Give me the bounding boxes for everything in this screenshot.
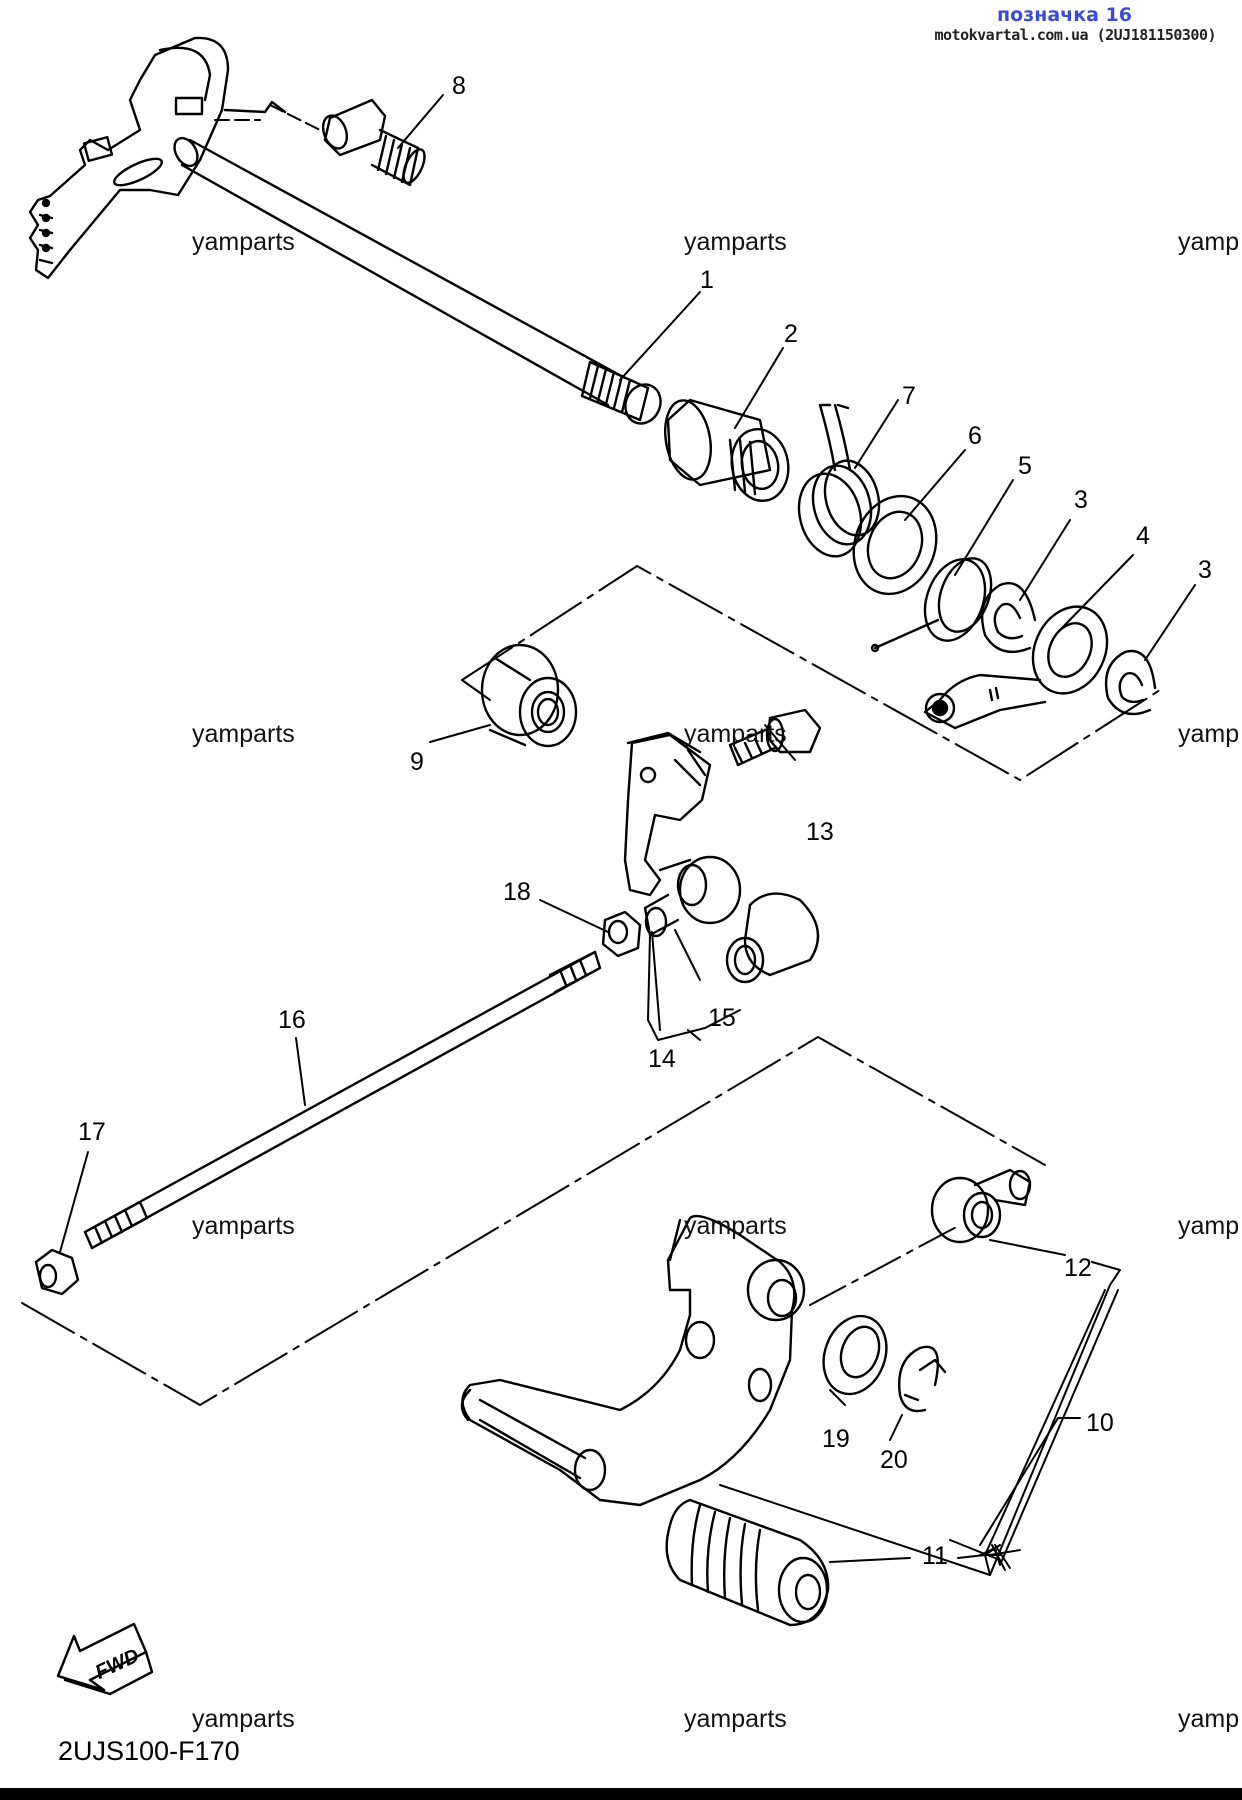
part-label-10: 10 [1086, 1409, 1114, 1437]
diagram-code: 2UJS100-F170 [58, 1736, 240, 1766]
spring-5 [870, 557, 993, 653]
watermark: yamp [1178, 720, 1240, 748]
fwd-arrow-label: FWD [92, 1645, 143, 1684]
header-subtitle: motokvartal.com.ua (2UJ181150300) [934, 26, 1216, 44]
watermark: yamparts [192, 1212, 295, 1240]
part-label-6: 6 [968, 422, 982, 450]
pedal-rubber [665, 1498, 830, 1627]
circlip-3a [980, 582, 1037, 653]
watermark: yamparts [684, 1212, 787, 1240]
watermark: yamparts [684, 228, 787, 256]
watermark: yamparts [684, 720, 787, 748]
part-label-3a: 3 [1074, 486, 1088, 514]
part-label-20: 20 [880, 1446, 908, 1474]
part-label-14: 14 [648, 1045, 676, 1073]
part-label-11: 11 [922, 1542, 948, 1570]
fwd-arrow-icon [56, 1622, 154, 1696]
washer-6 [852, 494, 938, 596]
shift-rod [83, 950, 602, 1250]
watermark: yamparts [192, 1705, 295, 1733]
watermark: yamparts [192, 228, 295, 256]
part-label-2: 2 [784, 320, 798, 348]
watermark: yamparts [684, 1705, 787, 1733]
watermark: yamp [1178, 1705, 1240, 1733]
locknut-18 [601, 910, 642, 958]
watermark: yamp [1178, 1212, 1240, 1240]
stopper-lever [923, 605, 1109, 730]
header-title: позначка 16 [997, 4, 1132, 26]
shift-arm [623, 731, 742, 938]
circlip-20 [898, 1345, 947, 1413]
watermark: yamparts [192, 720, 295, 748]
leader-lines [59, 94, 1196, 1576]
part-label-16: 16 [278, 1006, 306, 1034]
part-label-18: 18 [503, 878, 531, 906]
part-label-4: 4 [1136, 522, 1150, 550]
washer-19 [822, 1314, 888, 1396]
part-label-12: 12 [1064, 1254, 1092, 1282]
collar [664, 398, 790, 502]
shift-pedal [460, 1214, 806, 1507]
part-label-15: 15 [708, 1004, 736, 1032]
bottom-border [0, 1788, 1242, 1800]
part-label-8: 8 [452, 72, 466, 100]
return-spring [797, 403, 881, 558]
part-label-1: 1 [700, 266, 714, 294]
part-label-17: 17 [78, 1118, 106, 1146]
watermark: yamp [1178, 228, 1240, 256]
part-label-9: 9 [410, 748, 424, 776]
circlip-3b [1104, 649, 1157, 716]
stopper-bolt [321, 98, 426, 187]
oil-seal [480, 643, 578, 748]
clamp-bolt [728, 708, 822, 767]
part-label-5: 5 [1018, 452, 1032, 480]
locknut-17 [34, 1248, 80, 1296]
part-label-13: 13 [806, 818, 834, 846]
shift-shaft [28, 36, 662, 425]
part-label-19: 19 [822, 1425, 850, 1453]
rod-end [930, 1168, 1032, 1244]
part-labels: 1 2 3 3 4 5 6 7 8 9 10 11 12 13 14 15 16… [78, 72, 1212, 1570]
assembly-lines [21, 104, 1161, 1406]
part-label-7: 7 [902, 382, 916, 410]
rubber-boot [725, 892, 820, 984]
part-label-3b: 3 [1198, 556, 1212, 584]
